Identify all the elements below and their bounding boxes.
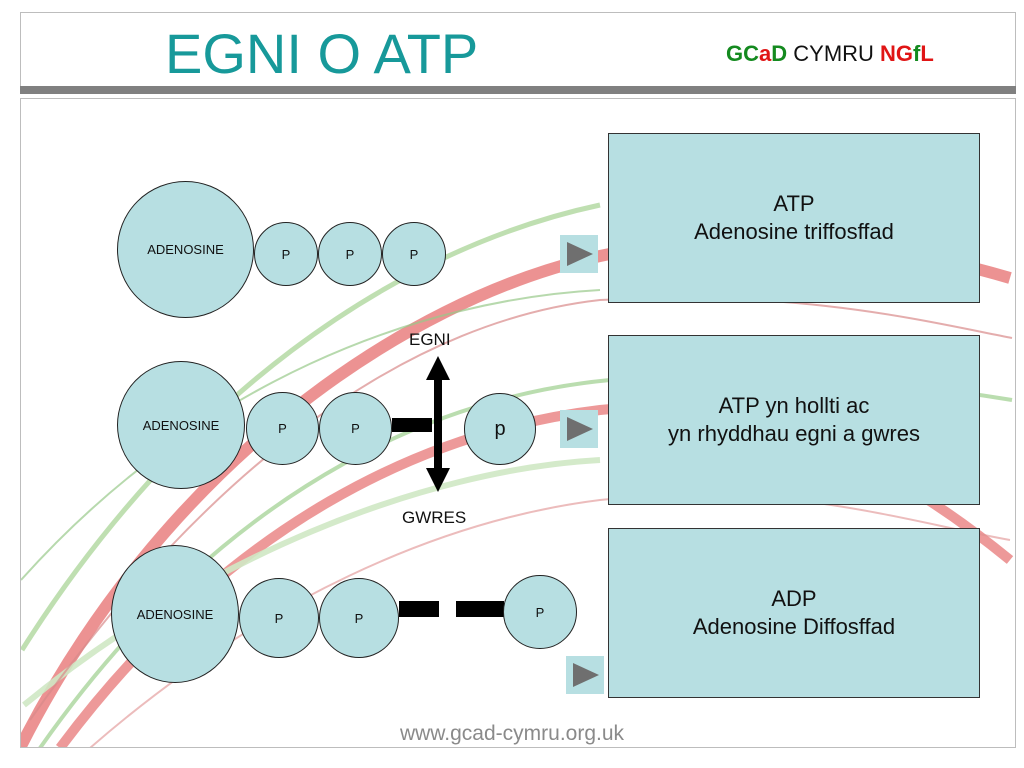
- panel-text: Adenosine Diffosffad: [692, 614, 896, 639]
- pointer-arrow-icon: [560, 235, 598, 273]
- swoosh-green-1: [21, 202, 601, 652]
- swoosh-green-3: [22, 457, 601, 708]
- phosphate-circle: P: [246, 392, 319, 465]
- panel-text: yn rhyddhau egni a gwres: [668, 421, 920, 446]
- brand-l: L: [920, 41, 934, 66]
- brand-ng: NG: [880, 41, 914, 66]
- phosphate-circle: P: [319, 578, 399, 658]
- released-phosphate-circle: p: [464, 393, 536, 465]
- header-divider: [20, 86, 1016, 94]
- broken-bond-right: [456, 601, 504, 617]
- panel-text: Adenosine triffosffad: [694, 219, 894, 244]
- panel-heading: ADP: [771, 586, 817, 611]
- detached-phosphate-circle: P: [503, 575, 577, 649]
- swoosh-red-thin-2: [89, 493, 1011, 747]
- panel-heading: ATP: [773, 191, 815, 216]
- phosphate-circle: P: [319, 392, 392, 465]
- brand-cymru: CYMRU: [787, 41, 881, 66]
- info-panel-splitting: ATP yn hollti ac yn rhyddhau egni a gwre…: [608, 335, 980, 505]
- phosphate-circle: P: [254, 222, 318, 286]
- header-frame: [20, 12, 1016, 90]
- panel-heading: ATP yn hollti ac: [718, 393, 870, 418]
- phosphate-bond: [392, 418, 432, 432]
- brand-logo: GCaD CYMRU NGfL: [726, 41, 934, 67]
- adenosine-circle: ADENOSINE: [117, 181, 254, 318]
- swoosh-red-thin-1: [29, 297, 1013, 721]
- phosphate-circle: P: [239, 578, 319, 658]
- page-title: EGNI O ATP: [165, 22, 479, 85]
- broken-bond-left: [399, 601, 439, 617]
- pointer-arrow-icon: [560, 410, 598, 448]
- footer-url: www.gcad-cymru.org.uk: [399, 722, 625, 745]
- heat-label: GWRES: [402, 508, 467, 527]
- brand-f: f: [913, 41, 921, 66]
- phosphate-circle: P: [318, 222, 382, 286]
- adenosine-circle: ADENOSINE: [117, 361, 245, 489]
- energy-label: EGNI: [409, 330, 451, 349]
- swoosh-green-thin: [21, 289, 601, 581]
- slide-frame: [20, 98, 1016, 748]
- info-panel-adp: ADP Adenosine Diffosffad: [608, 528, 980, 698]
- brand-d: D: [771, 41, 788, 66]
- brand-a: a: [759, 41, 772, 66]
- adenosine-circle: ADENOSINE: [111, 545, 239, 683]
- pointer-arrow-icon: [566, 656, 604, 694]
- energy-heat-arrow: [426, 356, 450, 492]
- info-panel-atp: ATP Adenosine triffosffad: [608, 133, 980, 303]
- brand-gc: GC: [726, 41, 759, 66]
- phosphate-circle: P: [382, 222, 446, 286]
